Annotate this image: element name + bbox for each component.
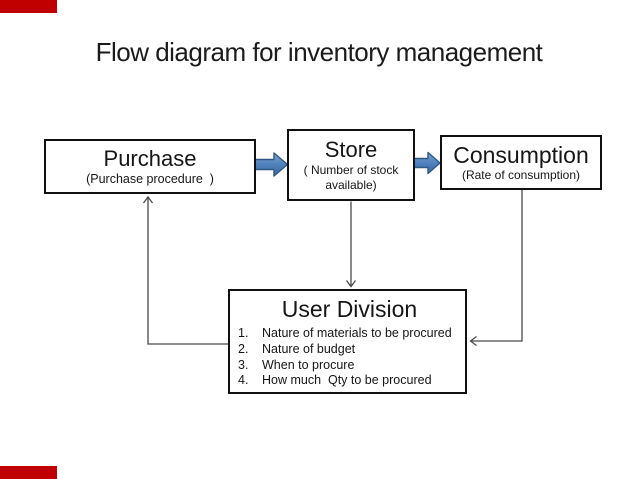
purchase-subtitle: (Purchase procedure ) [86, 171, 214, 186]
connector-store-to-userdivision [345, 201, 357, 288]
node-store: Store ( Number of stock available) [287, 129, 415, 201]
connector-consumption-to-userdivision [469, 190, 523, 347]
red-accent-bar-top [0, 0, 57, 13]
consumption-title: Consumption [453, 141, 589, 168]
list-item-number: 3. [238, 357, 249, 372]
list-item-text: Nature of materials to be procured [262, 326, 452, 340]
block-arrow-purchase-to-store-icon [254, 152, 289, 177]
user-division-list: 1. Nature of materials to be procured 2.… [238, 326, 461, 389]
list-item-text: When to procure [262, 357, 355, 372]
node-consumption: Consumption (Rate of consumption) [440, 135, 602, 190]
consumption-subtitle: (Rate of consumption) [461, 168, 581, 183]
red-accent-bar-bottom [0, 466, 57, 479]
list-item-number: 1. [238, 326, 249, 340]
user-division-title: User Division [281, 296, 418, 322]
node-user-division: User Division 1. Nature of materials to … [228, 289, 467, 394]
list-item-number: 4. [238, 373, 249, 388]
list-item-text: How much Qty to be procured [262, 373, 432, 388]
list-item-text: Nature of budget [262, 341, 356, 356]
page-title: Flow diagram for inventory management [95, 37, 543, 67]
node-purchase: Purchase (Purchase procedure ) [44, 139, 256, 194]
list-item: 4. How much Qty to be procured [238, 373, 461, 389]
store-title: Store [324, 137, 378, 163]
list-item: 2. Nature of budget [238, 342, 461, 358]
list-item: 3. When to procure [238, 358, 461, 374]
connector-userdivision-to-purchase [142, 195, 228, 345]
purchase-title: Purchase [103, 146, 197, 172]
list-item: 1. Nature of materials to be procured [238, 326, 461, 342]
store-subtitle: ( Number of stock available) [303, 162, 402, 192]
list-item-number: 2. [238, 341, 249, 356]
block-arrow-store-to-consumption-icon [413, 151, 441, 175]
